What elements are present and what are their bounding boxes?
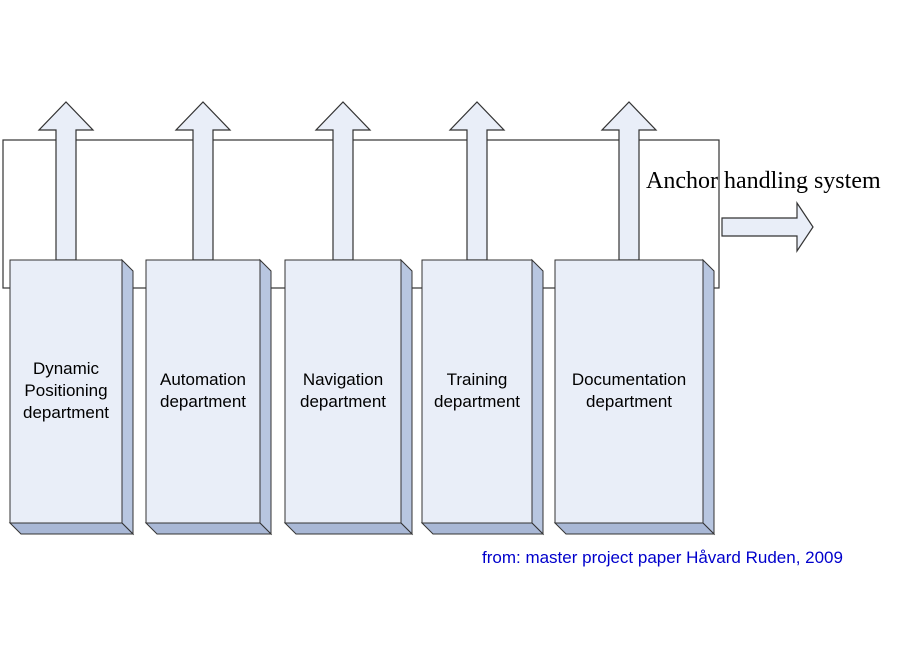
department-box-bottom	[553, 522, 716, 535]
department-label-line: Dynamic	[33, 359, 100, 378]
department-box-side	[121, 258, 134, 536]
department-arrow	[600, 101, 658, 261]
department-block: Automation department	[144, 101, 273, 536]
department-box-side	[400, 258, 413, 536]
department-block: Documentation department	[553, 101, 716, 536]
department-box-bottom	[144, 522, 273, 535]
department-box-front	[554, 259, 704, 524]
department-box-side	[531, 258, 544, 536]
system-output-arrow	[721, 201, 814, 253]
department-label-line: Documentation	[572, 370, 686, 389]
department-box-bottom	[8, 522, 135, 535]
department-label-line: Navigation	[303, 370, 383, 389]
department-label-line: department	[586, 392, 672, 411]
department-label-line: department	[434, 392, 520, 411]
department-arrow	[448, 101, 506, 261]
department-box-side	[259, 258, 272, 536]
department-box-front	[284, 259, 402, 524]
department-label-line: Training	[447, 370, 508, 389]
department-arrow	[37, 101, 95, 261]
department-box-front	[421, 259, 533, 524]
department-label-line: department	[300, 392, 386, 411]
department-label-line: Automation	[160, 370, 246, 389]
department-box-bottom	[283, 522, 414, 535]
department-label-line: department	[160, 392, 246, 411]
department-label-line: Positioning	[24, 381, 107, 400]
department-box-front	[9, 259, 123, 524]
department-label-line: department	[23, 403, 109, 422]
department-box-side	[702, 258, 715, 536]
department-box-front	[145, 259, 261, 524]
department-block: Navigation department	[283, 101, 414, 536]
system-label: Anchor handling system	[646, 168, 881, 194]
department-box-bottom	[420, 522, 545, 535]
department-arrow	[174, 101, 232, 261]
department-block: Training department	[420, 101, 545, 536]
department-arrow	[314, 101, 372, 261]
credit-text: from: master project paper Håvard Ruden,…	[482, 548, 843, 567]
